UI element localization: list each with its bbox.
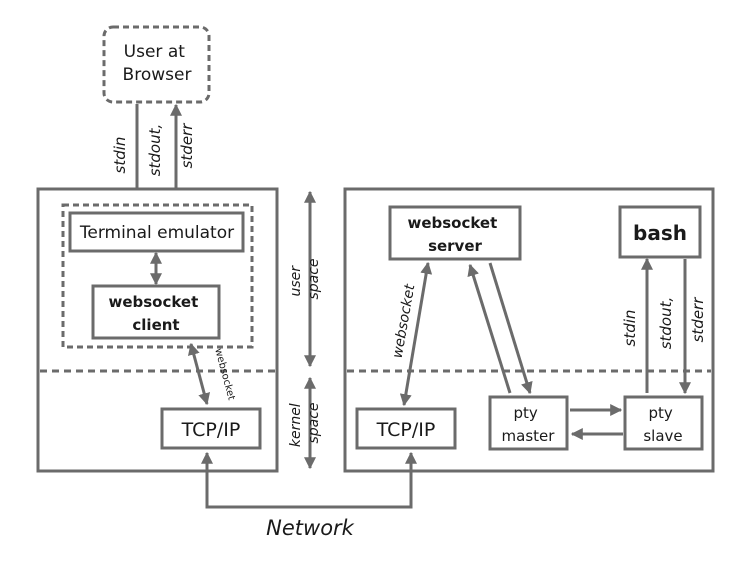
websocket-server-label: websocket server xyxy=(407,214,502,255)
pty-slave-line-1: pty xyxy=(648,404,672,422)
pty-slave-label: pty slave xyxy=(643,404,682,445)
user-browser-label: User at Browser xyxy=(123,42,192,85)
user-space-line-2: space xyxy=(306,258,322,299)
websocket-server-node xyxy=(388,205,522,261)
user-line-2: Browser xyxy=(123,65,192,85)
server-to-pty-arrow xyxy=(488,262,533,395)
user-line-1: User at xyxy=(124,42,186,62)
websocket-arrow-right xyxy=(399,261,433,407)
websocket-client-line-1: websocket xyxy=(108,293,198,311)
pty-master-line-1: pty xyxy=(513,404,537,422)
websocket-arrow-left xyxy=(187,342,211,406)
pty-master-node xyxy=(488,395,569,451)
user-space-label: user space xyxy=(288,258,322,299)
kernel-space-line-2: space xyxy=(306,402,322,443)
kernel-space-label: kernel space xyxy=(288,399,322,447)
stdout-label-right: stdout, xyxy=(657,297,675,350)
pty-slave-line-2: slave xyxy=(643,427,682,445)
websocket-server-line-2: server xyxy=(428,237,482,255)
user-space-line-1: user xyxy=(288,265,304,297)
stdin-label-right: stdin xyxy=(621,310,639,347)
kernel-space-line-1: kernel xyxy=(288,403,304,447)
tcpip-right-label: TCP/IP xyxy=(376,419,436,441)
tcpip-left-label: TCP/IP xyxy=(181,419,241,441)
terminal-emulator-node xyxy=(68,211,245,253)
stdin-label-left: stdin xyxy=(111,137,129,174)
pty-to-server-arrow xyxy=(467,263,512,394)
tcpip-left-node xyxy=(160,407,262,450)
pty-master-line-2: master xyxy=(502,427,556,445)
websocket-server-line-1: websocket xyxy=(407,214,497,232)
user-browser-node xyxy=(102,25,211,104)
pty-slave-node xyxy=(623,395,704,451)
network-label: Network xyxy=(266,516,355,540)
stderr-label-left: stderr xyxy=(178,123,196,169)
tcpip-right-node xyxy=(355,407,457,450)
stderr-label-right: stderr xyxy=(689,297,707,343)
pty-master-label: pty master xyxy=(502,404,556,445)
bash-node xyxy=(618,205,702,259)
bash-label: bash xyxy=(633,221,687,245)
terminal-emulator-label: Terminal emulator xyxy=(79,223,234,243)
websocket-client-line-2: client xyxy=(132,316,179,334)
websocket-client-label: websocket client xyxy=(108,293,203,334)
stdout-label-left: stdout, xyxy=(146,124,164,177)
network-link xyxy=(201,451,417,509)
websocket-client-node xyxy=(91,284,221,340)
